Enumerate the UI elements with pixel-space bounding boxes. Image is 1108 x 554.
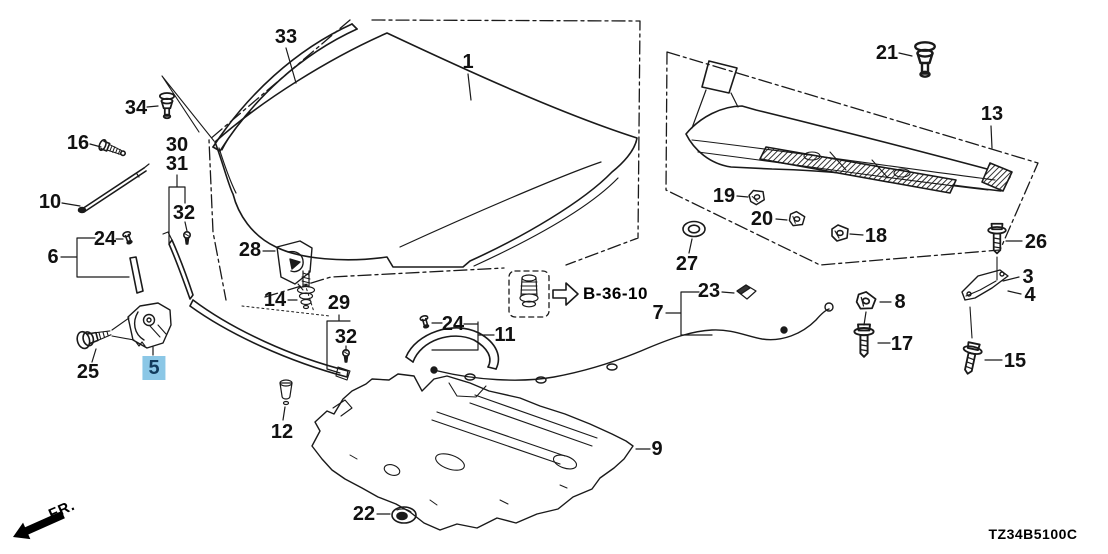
clip-20-icon xyxy=(787,209,807,229)
part-label-8[interactable]: 8 xyxy=(894,291,906,313)
part-label-12[interactable]: 12 xyxy=(270,421,294,443)
screw-32b-icon xyxy=(341,348,351,363)
part-label-21[interactable]: 21 xyxy=(875,42,899,64)
part-label-9[interactable]: 9 xyxy=(651,438,663,460)
part-label-5-highlighted[interactable]: 5 xyxy=(142,356,166,380)
part-label-11[interactable]: 11 xyxy=(494,324,516,346)
part-label-15[interactable]: 15 xyxy=(1003,350,1027,372)
part-label-34[interactable]: 34 xyxy=(124,97,148,119)
part-label-13[interactable]: 13 xyxy=(980,103,1004,125)
part-label-7[interactable]: 7 xyxy=(652,302,664,324)
part-label-4[interactable]: 4 xyxy=(1024,284,1036,306)
clip-21-icon xyxy=(914,41,936,78)
clip-12-icon xyxy=(279,379,293,406)
reference-part-box xyxy=(508,270,550,318)
part-label-31[interactable]: 31 xyxy=(165,153,189,175)
part-label-25[interactable]: 25 xyxy=(76,361,100,383)
part-label-17[interactable]: 17 xyxy=(890,333,914,355)
hood-latch xyxy=(111,302,172,349)
part-label-29[interactable]: 29 xyxy=(327,292,351,314)
part-label-1[interactable]: 1 xyxy=(462,51,474,73)
part-label-16[interactable]: 16 xyxy=(66,132,90,154)
part-label-6[interactable]: 6 xyxy=(47,246,59,268)
bolt-16-icon xyxy=(98,138,126,157)
part-label-33[interactable]: 33 xyxy=(274,26,298,48)
stay-rod xyxy=(77,163,150,214)
screw-32a-icon xyxy=(183,231,191,245)
part-label-27[interactable]: 27 xyxy=(675,253,699,275)
part-label-23[interactable]: 23 xyxy=(697,280,721,302)
part-label-32a[interactable]: 32 xyxy=(172,202,196,224)
seal-strips xyxy=(129,231,351,381)
clip-23-icon xyxy=(736,284,757,300)
part-label-20[interactable]: 20 xyxy=(750,208,774,230)
fr-direction-arrow-icon xyxy=(13,510,65,540)
part-label-10[interactable]: 10 xyxy=(38,191,62,213)
leader-lines xyxy=(60,47,1023,515)
part-label-22[interactable]: 22 xyxy=(352,503,376,525)
reference-code-b-36-10[interactable]: B-36-10 xyxy=(583,284,648,303)
part-label-3[interactable]: 3 xyxy=(1022,266,1034,288)
part-label-30[interactable]: 30 xyxy=(165,134,189,156)
clip-18-icon xyxy=(831,224,849,242)
bolt-24a-icon xyxy=(121,230,135,246)
zone-boundaries xyxy=(208,19,1039,301)
grommet-22-icon xyxy=(391,506,417,524)
hood-insulator xyxy=(311,373,634,531)
cowl-top-panel xyxy=(685,60,1013,194)
hood-panel xyxy=(214,32,638,268)
diagram-code: TZ34B5100C xyxy=(988,526,1078,542)
clip-8-icon xyxy=(854,289,878,313)
lock-striker xyxy=(276,240,313,291)
bolt-26-icon xyxy=(987,222,1007,255)
part-label-24b[interactable]: 24 xyxy=(441,313,465,335)
clip-19-icon xyxy=(747,187,767,207)
clip-34-icon xyxy=(158,92,176,120)
hood-seal-arch xyxy=(405,327,500,370)
part-label-24a[interactable]: 24 xyxy=(93,228,117,250)
latch-bolt-25 xyxy=(76,330,112,350)
part-label-19[interactable]: 19 xyxy=(712,185,736,207)
adjuster-bolt-14 xyxy=(296,270,316,310)
bolt-15-icon xyxy=(957,340,985,377)
part-label-28[interactable]: 28 xyxy=(238,239,262,261)
hood-hinge xyxy=(961,256,1009,339)
opener-cable xyxy=(430,302,834,384)
bolt-17-icon xyxy=(853,323,875,358)
bolt-24b-icon xyxy=(418,314,431,330)
bumper-part-icon xyxy=(519,274,539,308)
part-label-26[interactable]: 26 xyxy=(1024,231,1048,253)
hood-molding xyxy=(161,23,358,152)
reference-arrow-icon xyxy=(552,282,579,306)
part-label-14[interactable]: 14 xyxy=(263,289,287,311)
part-label-32b[interactable]: 32 xyxy=(334,326,358,348)
grommet-27-icon xyxy=(682,220,706,238)
part-label-18[interactable]: 18 xyxy=(864,225,888,247)
